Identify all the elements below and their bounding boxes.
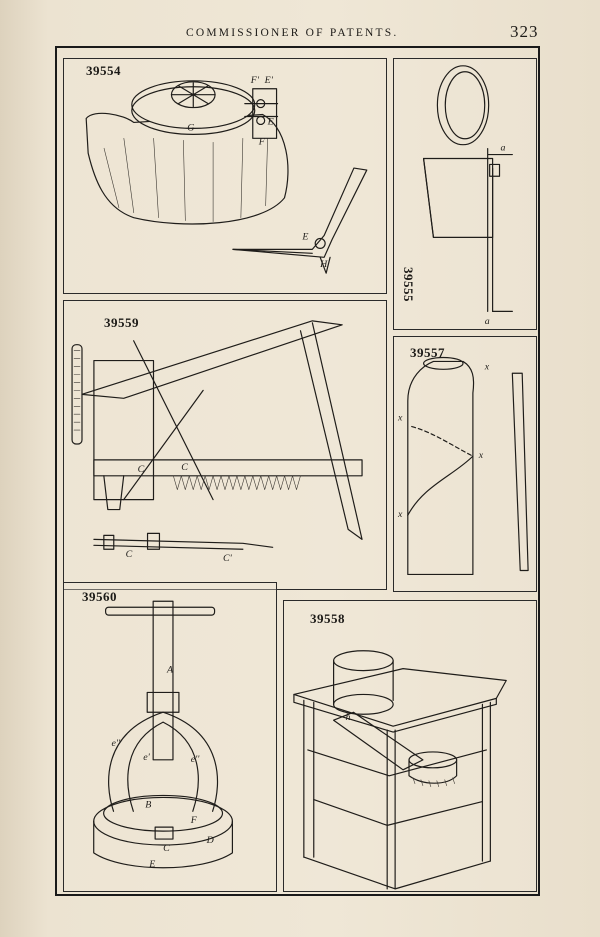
figure-number: 39557 (410, 345, 445, 360)
plate-frame: 39554 G F' E' E F (55, 46, 540, 896)
letter-E-lower: E (301, 231, 308, 242)
letter-B: B (145, 799, 151, 810)
figure-number: 39558 (310, 611, 345, 626)
figure-number: 39560 (82, 589, 117, 604)
press-illustration: A e'' e' e'' B F C D E (93, 600, 234, 870)
running-title: COMMISSIONER OF PATENTS. (186, 27, 399, 39)
letter-e-double-right: e'' (191, 754, 201, 765)
figure-drawing-39559: C C C C' (71, 320, 363, 564)
figure-drawing-39557: x x x x (397, 356, 529, 576)
figure-number: 39559 (104, 315, 139, 330)
funnel-illustration: a a (422, 65, 513, 327)
figure-drawing-39554: G F' E' E F E H (85, 75, 368, 274)
letter-h: h (346, 712, 351, 723)
letter-C: C (163, 843, 170, 854)
figure-drawing-39555: a a (422, 65, 513, 327)
letter-e-double-left: e'' (112, 738, 122, 749)
letter-D: D (206, 835, 214, 846)
letter-C-3: C (126, 549, 133, 560)
figure-drawing-39560: A e'' e' e'' B F C D E (93, 600, 234, 870)
letter-E-prime: E' (264, 75, 274, 86)
letter-C-prime: C' (223, 553, 233, 564)
letter-H: H (319, 259, 328, 270)
letter-E: E (267, 116, 274, 127)
letter-C-2: C (181, 462, 188, 473)
figure-panel-39558: 39558 h (283, 600, 537, 892)
figure-drawing-39558: h (293, 650, 507, 890)
letter-x-left: x (397, 413, 403, 424)
letter-x-top: x (484, 361, 490, 372)
page-header: COMMISSIONER OF PATENTS. 323 (0, 22, 600, 46)
letter-a-top: a (501, 143, 506, 154)
figure-panel-39559: 39559 C C C (63, 300, 387, 590)
letter-a-bottom: a (485, 316, 490, 327)
figure-panel-39560: 39560 A e'' e' e'' B F (63, 582, 277, 892)
figure-panel-39555: 39555 a a (393, 58, 537, 330)
sack-holder-illustration: G F' E' E F E H (85, 75, 368, 274)
figure-panel-39554: 39554 G F' E' E F (63, 58, 387, 294)
tube-illustration: x x x x (397, 356, 529, 576)
figure-number: 39554 (86, 63, 121, 78)
letter-F: F (190, 815, 198, 826)
letter-A: A (166, 665, 174, 676)
page-number: 323 (510, 22, 539, 41)
harvester-illustration: C C C C' (71, 320, 363, 564)
letter-x-right: x (478, 450, 484, 461)
letter-F-prime: F' (250, 75, 260, 86)
letter-e-prime: e' (143, 752, 150, 763)
letter-F: F (258, 136, 266, 147)
letter-E: E (148, 859, 155, 870)
figure-panel-39557: 39557 x x x x (393, 336, 537, 592)
letter-x-lower: x (397, 509, 403, 520)
letter-C: C (138, 464, 145, 475)
machine-frame-illustration: h (293, 650, 507, 890)
letter-G: G (187, 122, 194, 133)
